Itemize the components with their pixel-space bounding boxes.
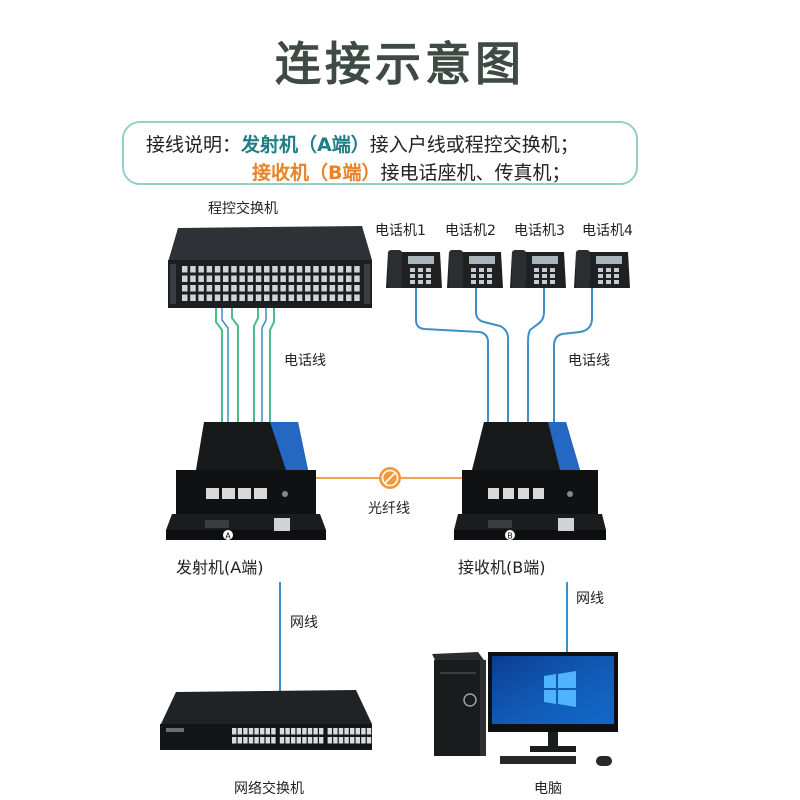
network-switch	[160, 690, 372, 750]
phone-1-label: 电话机1	[375, 223, 426, 239]
switch-port-grid	[232, 728, 372, 744]
transmitter-device: A	[166, 422, 326, 541]
switch-label: 网络交换机	[234, 781, 304, 797]
note-line-2: 接收机（B端）接电话座机、传真机；	[252, 158, 571, 185]
pc-monitor	[488, 652, 618, 766]
phone-4-label: 电话机4	[582, 223, 633, 239]
fiber-cable	[316, 467, 462, 489]
receiver-port-label: B	[507, 532, 513, 541]
note-box	[122, 121, 638, 185]
transmitter-label: 发射机(A端)	[176, 558, 264, 577]
note-transmitter: 发射机（A端）	[241, 134, 370, 156]
fiber-label: 光纤线	[368, 501, 410, 517]
note-receiver-desc: 接电话座机、传真机；	[380, 162, 571, 184]
pbx-label: 程控交换机	[208, 201, 278, 217]
phones-group	[386, 250, 630, 288]
note-receiver: 接收机（B端）	[252, 162, 381, 184]
page-title: 连接示意图	[275, 37, 525, 91]
receiver-label: 接收机(B端)	[458, 558, 546, 577]
desk-phone-icon	[447, 250, 503, 288]
desk-phone-icon	[574, 250, 630, 288]
pc-label: 电脑	[534, 781, 562, 797]
transmitter-port-label: A	[225, 532, 231, 541]
desk-phone-icon	[386, 250, 442, 288]
receiver-device: B	[454, 422, 606, 541]
receiver-rj11-ports	[488, 488, 544, 499]
pbx-phone-wires	[215, 308, 275, 424]
pc-tower	[432, 652, 486, 756]
phone-line-right-label: 电话线	[568, 353, 610, 369]
net-line-left-label: 网线	[290, 615, 318, 631]
pbx-device	[168, 226, 372, 308]
net-line-right-label: 网线	[576, 591, 604, 607]
receiver-phone-wires	[415, 288, 593, 424]
phone-2-label: 电话机2	[445, 223, 496, 239]
windows-logo	[544, 671, 576, 707]
note-prefix: 接线说明：	[146, 134, 242, 156]
phone-line-left-label: 电话线	[284, 353, 326, 369]
pbx-port-grid	[182, 266, 360, 301]
pbx-phone-wires-blue	[221, 308, 267, 424]
transmitter-rj11-ports	[206, 488, 267, 499]
desk-phone-icon	[510, 250, 566, 288]
note-line-1: 接线说明：发射机（A端）接入户线或程控交换机；	[146, 130, 579, 157]
phone-3-label: 电话机3	[514, 223, 565, 239]
note-transmitter-desc: 接入户线或程控交换机；	[369, 134, 579, 156]
